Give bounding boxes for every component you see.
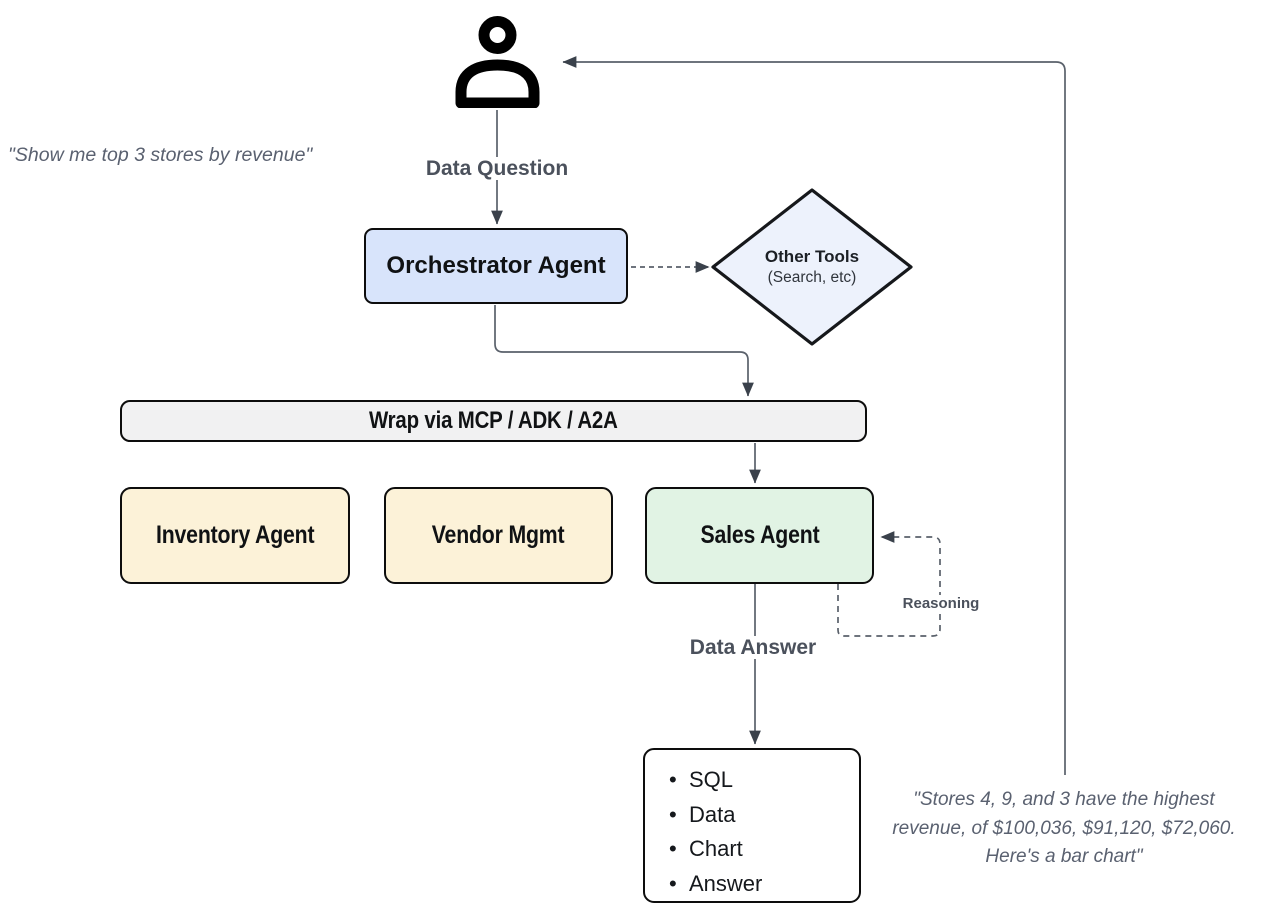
output-item: •Chart (669, 836, 743, 861)
other-tools-title: Other Tools (764, 247, 860, 266)
wire-answer-to-user (562, 56, 1066, 775)
wrap-bar-label: Wrap via MCP / ADK / A2A (369, 407, 618, 434)
diamond-shape (711, 188, 913, 346)
orchestrator-agent-label: Orchestrator Agent (386, 252, 606, 279)
other-tools-node: Other Tools (Search, etc) (710, 187, 914, 347)
answer-quote: "Stores 4, 9, and 3 have the highest rev… (865, 786, 1263, 872)
vendor-mgmt-label: Vendor Mgmt (432, 521, 565, 549)
wire-orchestrator-to-wrap (494, 305, 754, 397)
answer-quote-line: Here's a bar chart" (985, 846, 1143, 867)
sales-agent-node: Sales Agent (645, 487, 874, 584)
inventory-agent-node: Inventory Agent (120, 487, 350, 584)
other-tools-subtitle: (Search, etc) (767, 269, 857, 286)
vendor-mgmt-node: Vendor Mgmt (384, 487, 613, 584)
wrap-mcp-adk-a2a-bar: Wrap via MCP / ADK / A2A (120, 400, 867, 442)
data-question-label: Data Question (372, 157, 622, 181)
reasoning-label: Reasoning (866, 595, 1016, 612)
output-list: •SQL •Data •Chart •Answer (645, 750, 859, 901)
output-item: •SQL (669, 767, 734, 792)
inventory-agent-label: Inventory Agent (155, 521, 315, 549)
answer-quote-line: revenue, of $100,036, $91,120, $72,060. (892, 817, 1236, 839)
output-item: •Answer (669, 870, 763, 896)
person-icon (450, 12, 545, 109)
output-box: •SQL •Data •Chart •Answer (643, 748, 861, 903)
wire-reasoning-loop (837, 531, 941, 637)
orchestrator-agent-node: Orchestrator Agent (364, 228, 628, 304)
data-answer-label: Data Answer (628, 636, 878, 660)
output-item: •Data (669, 801, 736, 827)
user-quote: "Show me top 3 stores by revenue" (8, 144, 313, 166)
sales-agent-label: Sales Agent (699, 521, 819, 549)
answer-quote-line: "Stores 4, 9, and 3 have the highest (913, 789, 1215, 810)
